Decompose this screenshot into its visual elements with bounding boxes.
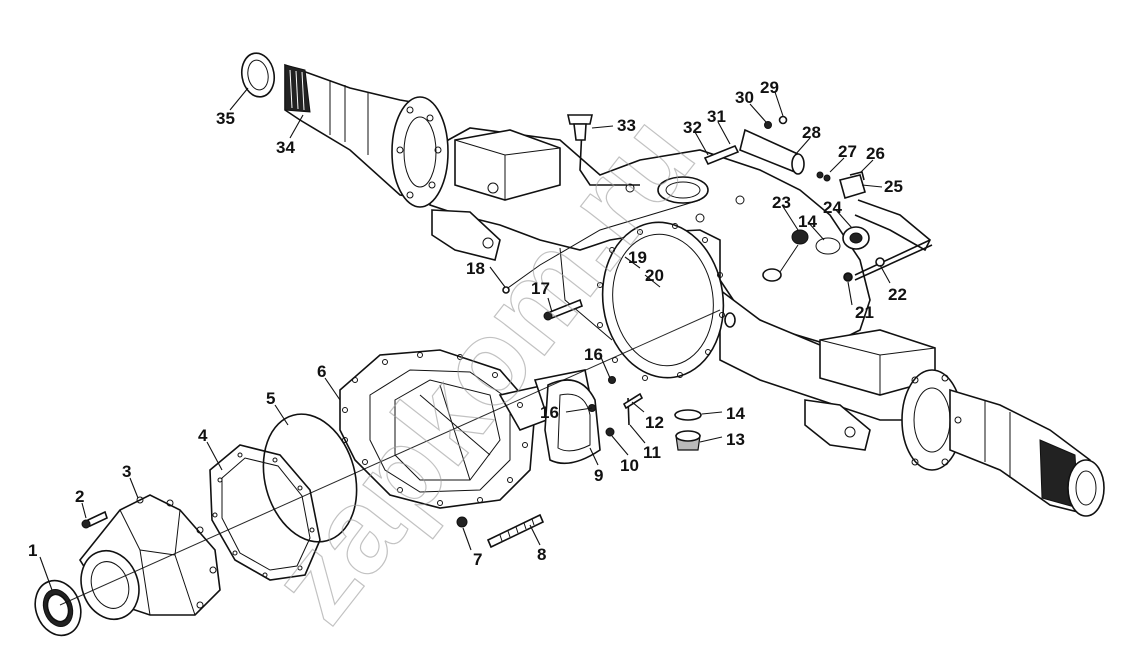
callout-9: 9 — [594, 466, 603, 485]
callout-30: 30 — [735, 88, 754, 107]
left-spindle — [284, 63, 449, 208]
callout-13: 13 — [726, 430, 745, 449]
callout-labels: 1 2 3 4 5 6 7 8 9 10 11 12 13 14 14 16 1… — [28, 78, 907, 569]
callout-35: 35 — [216, 109, 235, 128]
callout-21: 21 — [855, 303, 874, 322]
breather-vent — [567, 114, 593, 141]
callout-32: 32 — [683, 118, 702, 137]
callout-28: 28 — [802, 123, 821, 142]
callout-19: 19 — [628, 248, 647, 267]
callout-12: 12 — [645, 413, 664, 432]
callout-23: 23 — [772, 193, 791, 212]
pinion-housing — [79, 494, 221, 621]
nut-21 — [844, 273, 852, 281]
callout-16-upper: 16 — [584, 345, 603, 364]
callout-4: 4 — [198, 426, 208, 445]
callout-22: 22 — [888, 285, 907, 304]
callout-29: 29 — [760, 78, 779, 97]
callout-18: 18 — [466, 259, 485, 278]
callout-7: 7 — [473, 550, 482, 569]
small-fasteners — [588, 376, 644, 437]
pinion-seal — [34, 579, 82, 637]
bearing-cap — [544, 379, 601, 465]
callout-17: 17 — [531, 279, 550, 298]
drain-plug — [674, 409, 702, 451]
axle-housing — [429, 127, 936, 451]
right-spindle — [901, 369, 1105, 517]
callout-27: 27 — [838, 142, 857, 161]
brake-linkage — [504, 115, 933, 341]
o-ring-5 — [262, 413, 358, 543]
plug-20 — [724, 312, 736, 328]
leader-lines — [39, 87, 891, 591]
callout-14-upper: 14 — [798, 212, 817, 231]
left-seal-ring — [240, 52, 276, 98]
callout-14-lower: 14 — [726, 404, 745, 423]
callout-34: 34 — [276, 138, 295, 157]
differential-carrier — [339, 349, 591, 509]
callout-6: 6 — [317, 362, 326, 381]
callout-10: 10 — [620, 456, 639, 475]
callout-2: 2 — [75, 487, 84, 506]
callout-5: 5 — [266, 389, 275, 408]
fitting-18 — [502, 286, 510, 294]
bolt-17 — [543, 298, 583, 321]
callout-11: 11 — [643, 443, 661, 462]
callout-20: 20 — [645, 266, 664, 285]
callout-8: 8 — [537, 545, 546, 564]
callout-24: 24 — [823, 198, 842, 217]
callout-26: 26 — [866, 144, 885, 163]
callout-33: 33 — [617, 116, 636, 135]
filler-plug — [762, 226, 870, 282]
callout-1: 1 — [28, 541, 37, 560]
bolt-2 — [81, 510, 108, 529]
gasket — [209, 444, 321, 581]
callout-25: 25 — [884, 177, 903, 196]
callout-3: 3 — [122, 462, 131, 481]
callout-16-lower: 16 — [540, 403, 559, 422]
stud-and-nut — [456, 513, 545, 549]
callout-31: 31 — [707, 107, 726, 126]
